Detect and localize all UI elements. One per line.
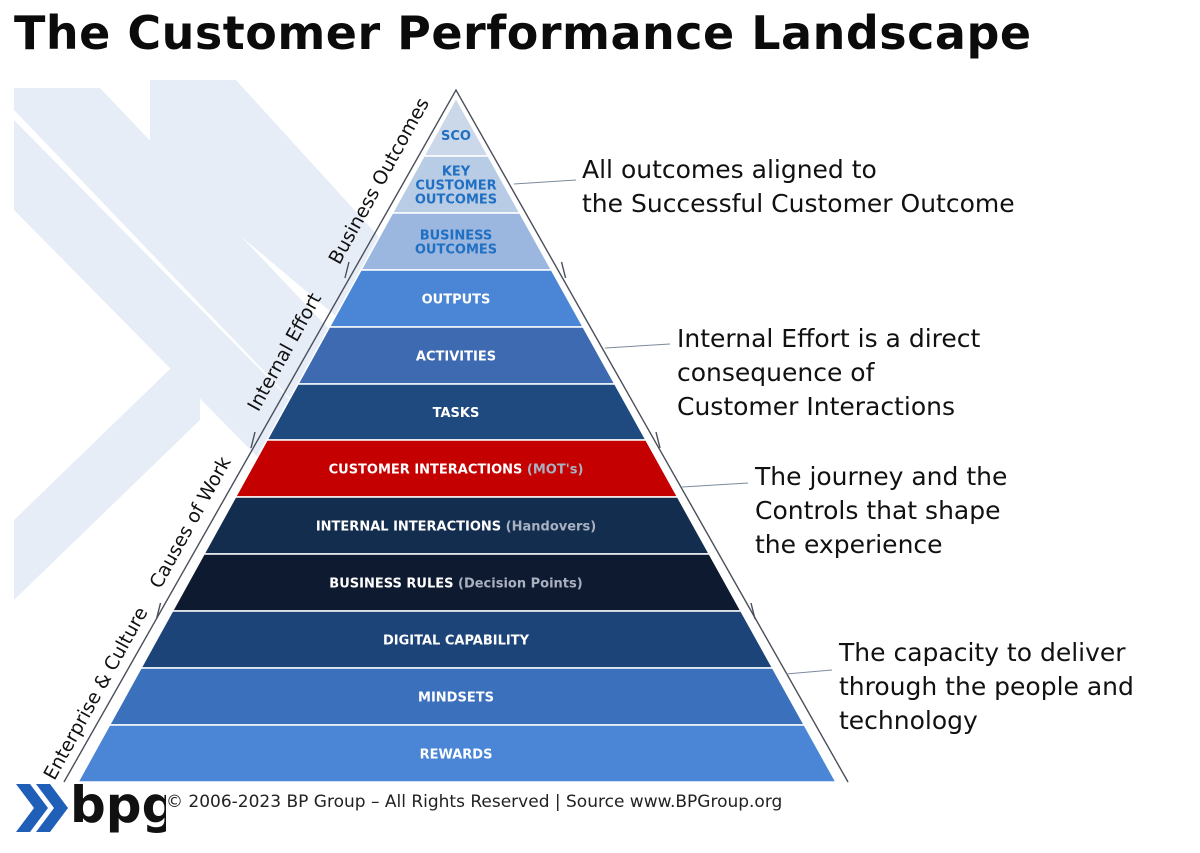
tier-label: TASKS	[433, 406, 480, 421]
callout-connector	[682, 482, 749, 488]
tier-label: CUSTOMER INTERACTIONS (MOT's)	[329, 463, 584, 478]
callout-connector	[513, 179, 577, 185]
section-tick	[344, 261, 350, 279]
section-tick	[750, 602, 756, 620]
tier-label: KEY	[442, 165, 471, 180]
bpg-logo: bpg	[16, 776, 166, 834]
logo-chevron-icon	[16, 784, 48, 832]
tier-label: OUTCOMES	[415, 243, 497, 258]
callout-connector	[785, 669, 833, 675]
tier-label: BUSINESS	[420, 229, 493, 244]
tier-label: CUSTOMER	[415, 179, 496, 194]
pyramid-edge	[63, 88, 849, 783]
tier-label: SCO	[441, 129, 471, 144]
page-title: The Customer Performance Landscape	[14, 6, 1032, 60]
logo-wordmark: bpg	[70, 776, 166, 834]
tier-label: BUSINESS RULES (Decision Points)	[329, 577, 582, 592]
section-tick	[560, 261, 567, 279]
section-tick	[250, 431, 256, 449]
tier-label: MINDSETS	[418, 691, 494, 706]
section-tick	[655, 431, 661, 449]
tier-label: INTERNAL INTERACTIONS (Handovers)	[316, 520, 596, 535]
tier-sco	[422, 96, 490, 157]
tier-label: DIGITAL CAPABILITY	[383, 634, 530, 649]
tier-label: OUTCOMES	[415, 193, 497, 208]
copyright-footer: © 2006-2023 BP Group – All Rights Reserv…	[166, 792, 783, 812]
callout-connector	[604, 343, 671, 349]
tier-label: REWARDS	[420, 748, 493, 763]
background-chevrons	[14, 80, 400, 600]
tier-label: ACTIVITIES	[416, 350, 496, 365]
tier-rewards	[76, 724, 838, 783]
tier-label: OUTPUTS	[422, 293, 491, 308]
section-tick	[155, 602, 162, 620]
logo-chevron-icon	[36, 784, 68, 832]
